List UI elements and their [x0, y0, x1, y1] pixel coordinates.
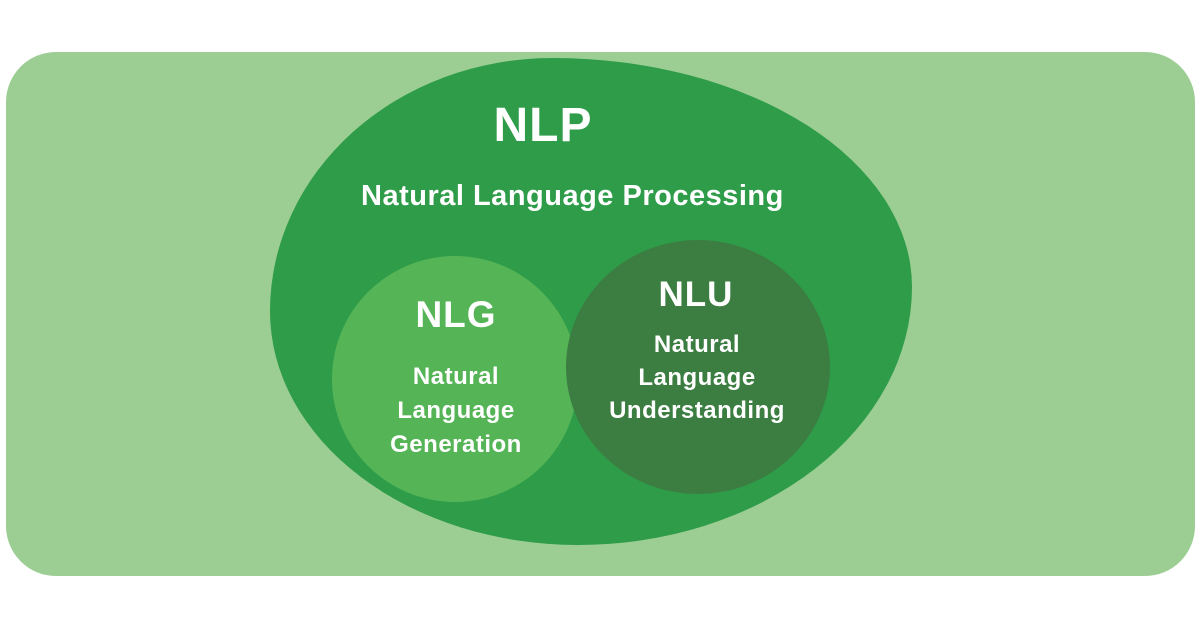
- nlp-subtitle: Natural Language Processing: [361, 180, 784, 212]
- nlp-title: NLP: [493, 99, 593, 152]
- nlu-subtitle-line-3: Understanding: [609, 397, 785, 424]
- nlu-set-circle: [566, 240, 830, 494]
- nlg-subtitle: Natural Language Generation: [356, 360, 556, 462]
- nlg-subtitle-line-3: Generation: [390, 431, 522, 458]
- nlg-subtitle-line-1: Natural: [412, 363, 500, 390]
- nlg-set-circle: [332, 256, 578, 502]
- nlu-subtitle-line-1: Natural: [653, 331, 741, 358]
- nlg-title: NLG: [415, 294, 497, 335]
- nlg-subtitle-line-2: Language: [397, 397, 515, 424]
- nlu-subtitle-line-2: Language: [638, 364, 756, 391]
- nlu-subtitle: Natural Language Understanding: [597, 328, 797, 427]
- nlu-title: NLU: [658, 275, 734, 314]
